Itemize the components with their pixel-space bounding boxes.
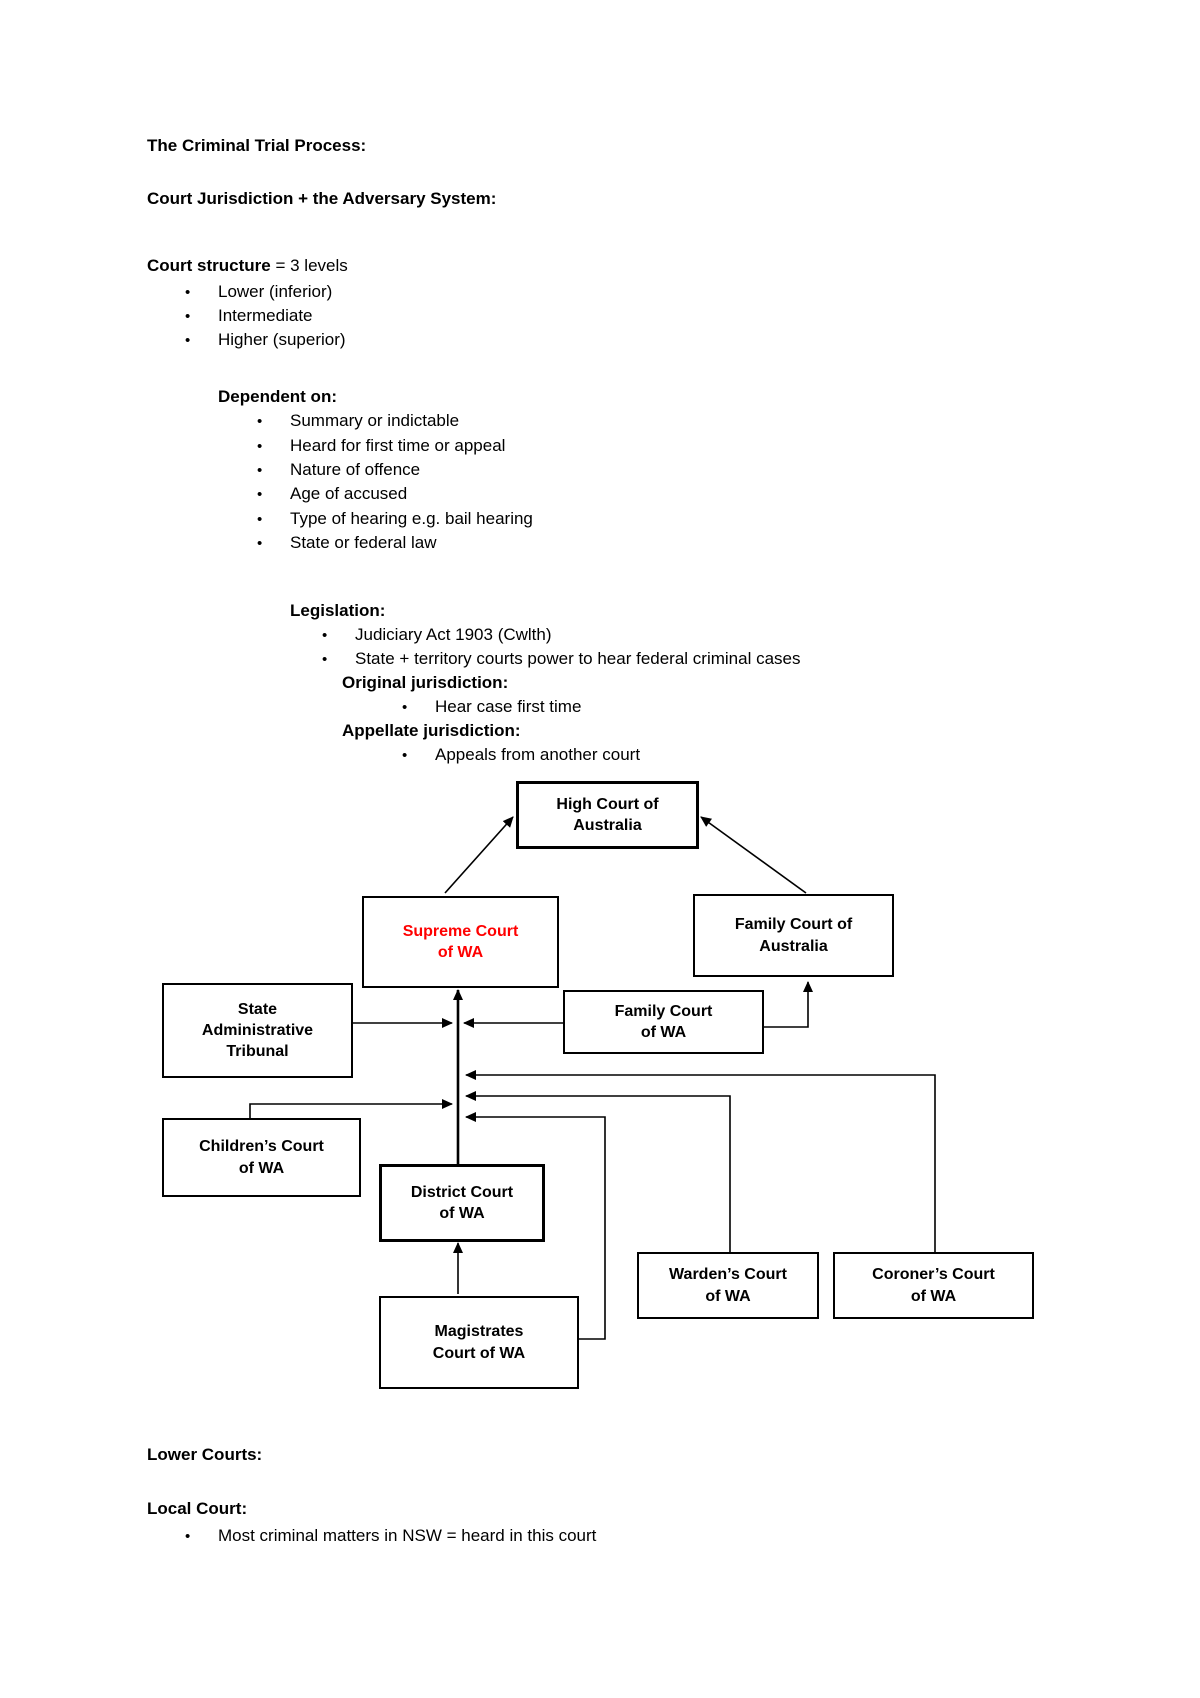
list-item: • Type of hearing e.g. bail hearing [257, 507, 533, 532]
family-court-australia-box: Family Court of Australia [693, 894, 894, 977]
list-item: • Judiciary Act 1903 (Cwlth) [322, 623, 552, 648]
list-item: • Heard for first time or appeal [257, 434, 505, 459]
bullet-icon: • [257, 511, 263, 528]
wardens-court-box: Warden’s Court of WA [637, 1252, 819, 1319]
arrow-supreme-to-high-court [444, 816, 514, 894]
supreme-court-box: Supreme Court of WA [362, 896, 559, 988]
bullet-icon: • [257, 438, 263, 455]
list-item-label: State or federal law [290, 533, 437, 552]
bullet-icon: • [257, 486, 263, 503]
section-heading-jurisdiction: Court Jurisdiction + the Adversary Syste… [147, 189, 497, 208]
magistrates-court-box: Magistrates Court of WA [379, 1296, 579, 1389]
list-item: • Higher (superior) [185, 328, 346, 353]
bullet-icon: • [402, 747, 408, 764]
list-item-label: Age of accused [290, 484, 408, 503]
list-item: • State + territory courts power to hear … [322, 647, 801, 672]
bullet-icon: • [185, 332, 191, 349]
state-admin-tribunal-box: State Administrative Tribunal [162, 983, 353, 1078]
childrens-court-box: Children’s Court of WA [162, 1118, 361, 1197]
bullet-icon: • [185, 308, 191, 325]
lower-courts-heading: Lower Courts: [147, 1445, 263, 1464]
list-item: • State or federal law [257, 531, 436, 556]
arrow-family-court-aus-to-high-court [700, 816, 807, 894]
list-item: • Most criminal matters in NSW = heard in… [185, 1524, 596, 1549]
bullet-icon: • [185, 284, 191, 301]
list-item: • Summary or indictable [257, 409, 459, 434]
list-item-label: Intermediate [218, 306, 313, 325]
list-item: • Age of accused [257, 482, 407, 507]
bullet-icon: • [257, 413, 263, 430]
list-item: • Lower (inferior) [185, 280, 332, 305]
high-court-box: High Court of Australia [516, 781, 699, 849]
list-item-label: Appeals from another court [435, 745, 641, 764]
family-court-wa-box: Family Court of WA [563, 990, 764, 1054]
local-court-heading: Local Court: [147, 1499, 248, 1518]
list-item-label: Hear case first time [435, 697, 582, 716]
district-court-box: District Court of WA [379, 1164, 545, 1242]
bullet-icon: • [402, 699, 408, 716]
list-item: • Intermediate [185, 304, 313, 329]
court-structure-label: Court structure [147, 256, 271, 275]
list-item-label: Nature of offence [290, 460, 421, 479]
arrow-childrens-court [249, 1099, 453, 1118]
original-jurisdiction-heading: Original jurisdiction: [342, 673, 509, 692]
list-item-label: State + territory courts power to hear f… [355, 649, 801, 668]
list-item-label: Higher (superior) [218, 330, 346, 349]
list-item-label: Judiciary Act 1903 (Cwlth) [355, 625, 552, 644]
bullet-icon: • [322, 651, 328, 668]
arrow-family-court-wa-to-family-court-aus [760, 981, 813, 1028]
list-item-label: Lower (inferior) [218, 282, 333, 301]
dependent-on-heading: Dependent on: [218, 387, 337, 406]
bullet-icon: • [322, 627, 328, 644]
list-item-label: Type of hearing e.g. bail hearing [290, 509, 533, 528]
bullet-icon: • [257, 462, 263, 479]
court-structure-line: Court structure = 3 levels [147, 254, 348, 278]
list-item: • Appeals from another court [402, 743, 640, 768]
bullet-icon: • [257, 535, 263, 552]
list-item: • Hear case first time [402, 695, 581, 720]
list-item-label: Most criminal matters in NSW = heard in … [218, 1526, 597, 1545]
list-item-label: Summary or indictable [290, 411, 460, 430]
coroners-court-box: Coroner’s Court of WA [833, 1252, 1034, 1319]
appellate-jurisdiction-heading: Appellate jurisdiction: [342, 721, 521, 740]
court-structure-value: = 3 levels [270, 256, 348, 275]
legislation-heading: Legislation: [290, 601, 386, 620]
bullet-icon: • [185, 1528, 191, 1545]
page-title: The Criminal Trial Process: [147, 136, 367, 155]
list-item-label: Heard for first time or appeal [290, 436, 506, 455]
list-item: • Nature of offence [257, 458, 420, 483]
